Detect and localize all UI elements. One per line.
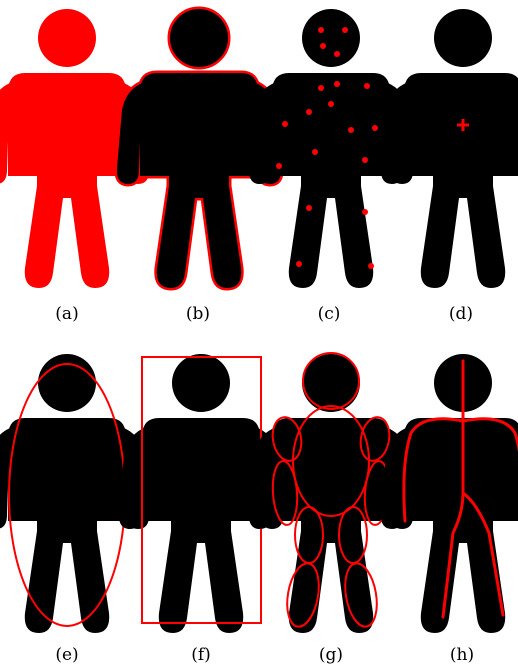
caption-d: (d) xyxy=(449,304,473,324)
caption-g: (g) xyxy=(319,645,343,665)
caption-h: (h) xyxy=(450,645,474,665)
caption-a: (a) xyxy=(55,304,78,324)
caption-e: (e) xyxy=(55,645,78,665)
panel-h-skeleton xyxy=(381,354,518,633)
panel-d-centroid xyxy=(381,9,518,288)
caption-f: (f) xyxy=(191,645,211,665)
caption-c: (c) xyxy=(318,304,341,324)
caption-b: (b) xyxy=(186,304,210,324)
